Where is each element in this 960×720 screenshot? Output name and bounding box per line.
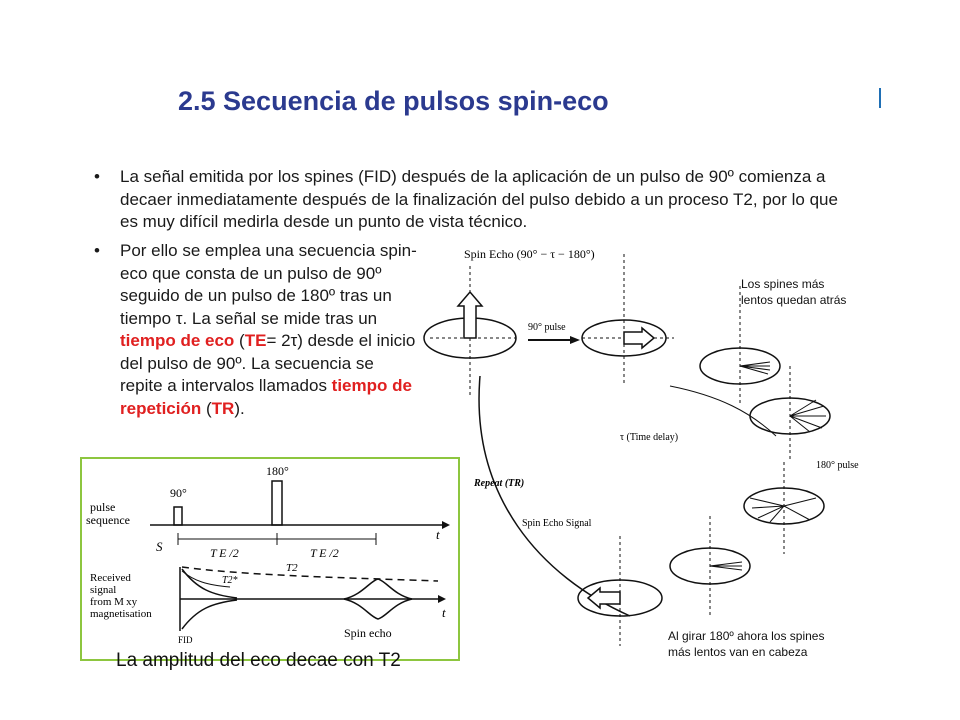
- label-90: 90°: [170, 486, 187, 500]
- label-180: 180°: [266, 464, 289, 478]
- spin-vectors: [789, 399, 826, 433]
- pulse-sequence-figure: 90° 180° pulse sequence T E /2 T E /2 t …: [80, 457, 460, 661]
- tau-symbol: τ: [175, 308, 183, 328]
- accent-bar: [879, 88, 881, 108]
- spin-echo-diagram: Spin Echo (90° − τ − 180°) 90° pulse τ (…: [423, 247, 859, 646]
- figure-caption: La amplitud del eco decae con T2: [116, 650, 401, 671]
- arrow-head: [442, 521, 450, 529]
- bullet-2-text: ) desde el inicio del pulso de 90º. La s…: [120, 331, 416, 395]
- pulse-label: pulse sequence: [86, 500, 130, 527]
- te-half-1: T E /2: [210, 546, 239, 560]
- term-tr: TR: [211, 398, 235, 418]
- echo-upper: [343, 578, 413, 600]
- fid-inner: [181, 570, 231, 588]
- bullet-dot: •: [94, 167, 100, 186]
- time-delay-label: τ (Time delay): [620, 432, 678, 443]
- pulse-sequence-diagram: 90° 180° pulse sequence T E /2 T E /2 t …: [86, 464, 450, 645]
- arrow-head: [438, 595, 446, 603]
- bullet-2-text: . La señal se mide tras un: [182, 308, 378, 328]
- bullet-2-text: = 2: [266, 331, 291, 350]
- received-label: Received signal from M xy magnetisation: [90, 572, 152, 620]
- bullet-2-text: (: [201, 398, 212, 418]
- repeat-label: Repeat (TR): [473, 478, 524, 489]
- diagram-header: Spin Echo (90° − τ − 180°): [464, 247, 595, 261]
- bullet-2: • Por ello se emplea una secuencia spin-…: [94, 240, 420, 420]
- spin-echo-signal-label: Spin Echo Signal: [522, 518, 592, 529]
- pulse90-label: 90° pulse: [528, 322, 566, 333]
- te-half-2: T E /2: [310, 546, 339, 560]
- magnetization-xy-arrow: [623, 326, 656, 350]
- pulse-90: [173, 506, 183, 526]
- t-label: t: [436, 527, 440, 542]
- spin-vectors: [709, 561, 743, 571]
- magnetization-up-arrow: [456, 290, 484, 339]
- t2-envelope: [181, 566, 439, 582]
- tau-symbol: τ: [290, 331, 298, 350]
- spin-echo-label: Spin echo: [344, 626, 392, 640]
- repeat-arc: [478, 375, 631, 617]
- flow-arc: [669, 385, 777, 437]
- s-label: S: [156, 539, 163, 554]
- fid-label: FID: [178, 635, 193, 645]
- spin-vectors: [749, 497, 817, 523]
- arrow-head: [570, 336, 580, 344]
- note-line: lentos quedan atrás: [741, 293, 847, 307]
- term-te: TE: [244, 331, 267, 350]
- t-label: t: [442, 605, 446, 620]
- note-line: Los spines más: [741, 277, 825, 291]
- slide-title: 2.5 Secuencia de pulsos spin-eco: [178, 86, 609, 116]
- echo-lower: [343, 598, 413, 620]
- bullet-2-text: Por ello se emplea una secuencia spin-ec…: [120, 241, 417, 328]
- term-tiempo-repeticion: tiempo de repetición: [120, 376, 412, 418]
- bullet-2-text: ).: [234, 398, 245, 418]
- note-line: Al girar 180º ahora los spines: [668, 629, 825, 643]
- bullet-1: • La señal emitida por los spines (FID) …: [94, 166, 860, 234]
- pulse180-label: 180° pulse: [816, 460, 859, 471]
- t2star-label: T2*: [222, 575, 238, 586]
- spin-vectors: [739, 361, 771, 375]
- bullet-2-text: (: [234, 331, 245, 350]
- term-tiempo-eco: tiempo de eco: [120, 331, 235, 350]
- bullet-1-text: La señal emitida por los spines (FID) de…: [120, 167, 838, 231]
- pulse-180: [271, 480, 283, 526]
- note-rotation: Al girar 180º ahora los spines más lento…: [668, 628, 824, 660]
- echo-arrow: [586, 586, 621, 610]
- note-line: más lentos van en cabeza: [668, 645, 808, 659]
- bullet-dot: •: [94, 241, 100, 260]
- t2-label: T2: [286, 562, 298, 574]
- note-slow-spins: Los spines más lentos quedan atrás: [741, 276, 846, 308]
- fid-lower: [181, 599, 238, 630]
